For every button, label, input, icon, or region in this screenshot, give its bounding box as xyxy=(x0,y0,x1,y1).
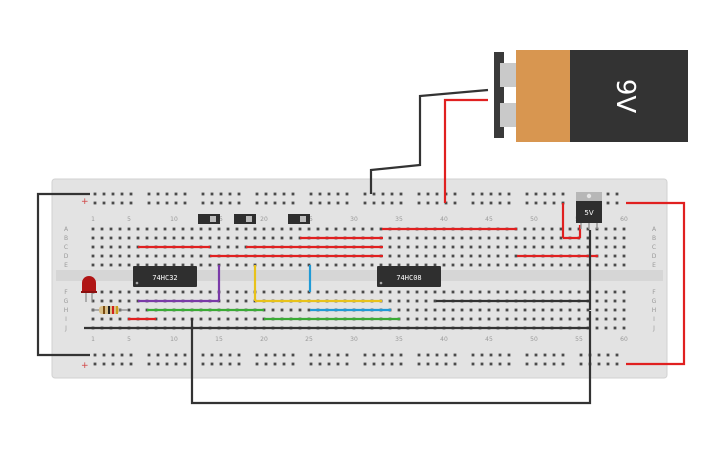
voltage-regulator[interactable]: 5V xyxy=(576,192,602,229)
column-number: 20 xyxy=(260,216,268,223)
chip-74hc08[interactable]: 74HC08 xyxy=(377,266,441,287)
row-letter: D xyxy=(652,253,657,260)
column-number: 60 xyxy=(620,336,628,343)
column-number: 30 xyxy=(350,216,358,223)
chip-74hc32[interactable]: 74HC32 xyxy=(133,266,197,287)
row-letter: A xyxy=(64,226,69,233)
breadboard-center-channel xyxy=(56,270,663,281)
column-number: 10 xyxy=(170,336,178,343)
wires[interactable] xyxy=(36,88,686,405)
column-number: 30 xyxy=(350,336,358,343)
column-number: 45 xyxy=(485,336,493,343)
column-number: 35 xyxy=(395,336,403,343)
row-letter: E xyxy=(652,262,656,269)
battery-9v[interactable]: 9V xyxy=(494,50,688,142)
chip-74hc32-label: 74HC32 xyxy=(152,274,177,282)
column-number: 35 xyxy=(395,216,403,223)
row-letter: D xyxy=(64,253,69,260)
row-letter: B xyxy=(64,235,68,242)
led[interactable] xyxy=(81,276,97,302)
column-number: 5 xyxy=(127,216,131,223)
row-letter: J xyxy=(64,325,67,332)
rail-plus-bottom: + xyxy=(81,361,89,371)
slide-switch-2[interactable] xyxy=(234,214,256,224)
column-number: 55 xyxy=(575,336,583,343)
chip-74hc08-label: 74HC08 xyxy=(396,274,421,282)
wire-black-bottom-loop[interactable] xyxy=(190,311,592,405)
column-number: 1 xyxy=(91,336,95,343)
column-number: 50 xyxy=(530,336,538,343)
resistor[interactable] xyxy=(92,306,128,314)
row-letter: F xyxy=(652,289,656,296)
column-number: 25 xyxy=(305,336,313,343)
row-letter: H xyxy=(652,307,657,314)
row-letter: I xyxy=(653,316,655,323)
row-letter: A xyxy=(652,226,657,233)
column-number: 10 xyxy=(170,216,178,223)
row-letter: I xyxy=(65,316,67,323)
wire-black-battery[interactable] xyxy=(369,88,489,194)
wire-red-right[interactable] xyxy=(626,201,686,366)
row-letter: G xyxy=(64,298,69,305)
column-number: 40 xyxy=(440,336,448,343)
row-letter: C xyxy=(64,244,68,251)
row-letter: F xyxy=(64,289,68,296)
column-number: 5 xyxy=(127,336,131,343)
slide-switch-3[interactable] xyxy=(288,214,310,224)
column-number: 20 xyxy=(260,336,268,343)
column-number: 1 xyxy=(91,216,95,223)
rail-plus-top: + xyxy=(81,197,89,207)
column-number: 60 xyxy=(620,216,628,223)
row-letter: E xyxy=(64,262,68,269)
slide-switch-1[interactable] xyxy=(198,214,220,224)
row-letter: H xyxy=(64,307,69,314)
row-letter: G xyxy=(652,298,657,305)
regulator-label: 5V xyxy=(584,209,593,217)
row-letter: B xyxy=(652,235,656,242)
column-number: 50 xyxy=(530,216,538,223)
battery-voltage-label: 9V xyxy=(610,79,640,114)
column-number: 40 xyxy=(440,216,448,223)
column-number: 45 xyxy=(485,216,493,223)
wire-black-left[interactable] xyxy=(36,192,90,357)
row-letter: J xyxy=(652,325,655,332)
column-number: 15 xyxy=(215,336,223,343)
row-letter: C xyxy=(652,244,656,251)
wire-red-battery[interactable] xyxy=(443,98,488,203)
